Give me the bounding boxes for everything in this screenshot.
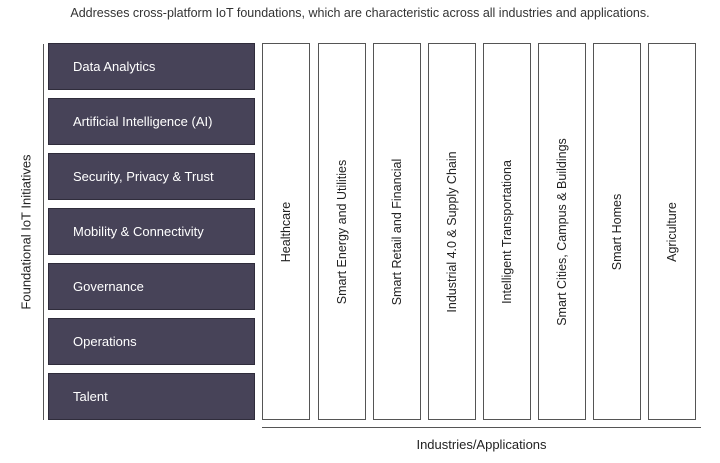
initiative-label: Data Analytics	[73, 59, 156, 74]
initiative-label: Security, Privacy & Trust	[73, 169, 214, 184]
industry-label: Smart Cities, Campus & Buildings	[555, 137, 569, 326]
industry-column-healthcare: Healthcare	[262, 43, 310, 420]
initiative-box-data-analytics: Data Analytics	[48, 43, 255, 90]
initiative-box-ai: Artificial Intelligence (AI)	[48, 98, 255, 145]
initiative-box-operations: Operations	[48, 318, 255, 365]
industry-column-agriculture: Agriculture	[648, 43, 696, 420]
horizontal-axis-label: Industries/Applications	[416, 437, 547, 452]
industry-label: Healthcare	[279, 201, 293, 262]
vertical-axis-label: Foundational IoT Initiatives	[18, 154, 34, 310]
initiative-box-talent: Talent	[48, 373, 255, 420]
industry-column-transportation: Intelligent Transportationa	[483, 43, 531, 420]
header-caption: Addresses cross-platform IoT foundations…	[70, 6, 650, 20]
initiative-label: Mobility & Connectivity	[73, 224, 204, 239]
vertical-divider	[43, 44, 44, 420]
initiative-label: Artificial Intelligence (AI)	[73, 114, 213, 129]
industry-column-retail: Smart Retail and Financial	[373, 43, 421, 420]
initiative-label: Governance	[73, 279, 144, 294]
industry-label: Smart Homes	[610, 193, 624, 270]
industry-label: Industrial 4.0 & Supply Chain	[445, 150, 459, 313]
initiative-box-security: Security, Privacy & Trust	[48, 153, 255, 200]
industry-label: Smart Retail and Financial	[390, 158, 404, 305]
initiative-label: Talent	[73, 389, 108, 404]
initiative-label: Operations	[73, 334, 137, 349]
initiative-box-governance: Governance	[48, 263, 255, 310]
initiative-box-mobility: Mobility & Connectivity	[48, 208, 255, 255]
industry-column-energy: Smart Energy and Utilities	[318, 43, 366, 420]
industry-column-smart-cities: Smart Cities, Campus & Buildings	[538, 43, 586, 420]
industry-column-smart-homes: Smart Homes	[593, 43, 641, 420]
industry-label: Intelligent Transportationa	[500, 159, 514, 304]
industry-label: Agriculture	[665, 201, 679, 262]
horizontal-divider	[262, 427, 701, 428]
industry-label: Smart Energy and Utilities	[335, 159, 349, 304]
industry-column-industrial: Industrial 4.0 & Supply Chain	[428, 43, 476, 420]
